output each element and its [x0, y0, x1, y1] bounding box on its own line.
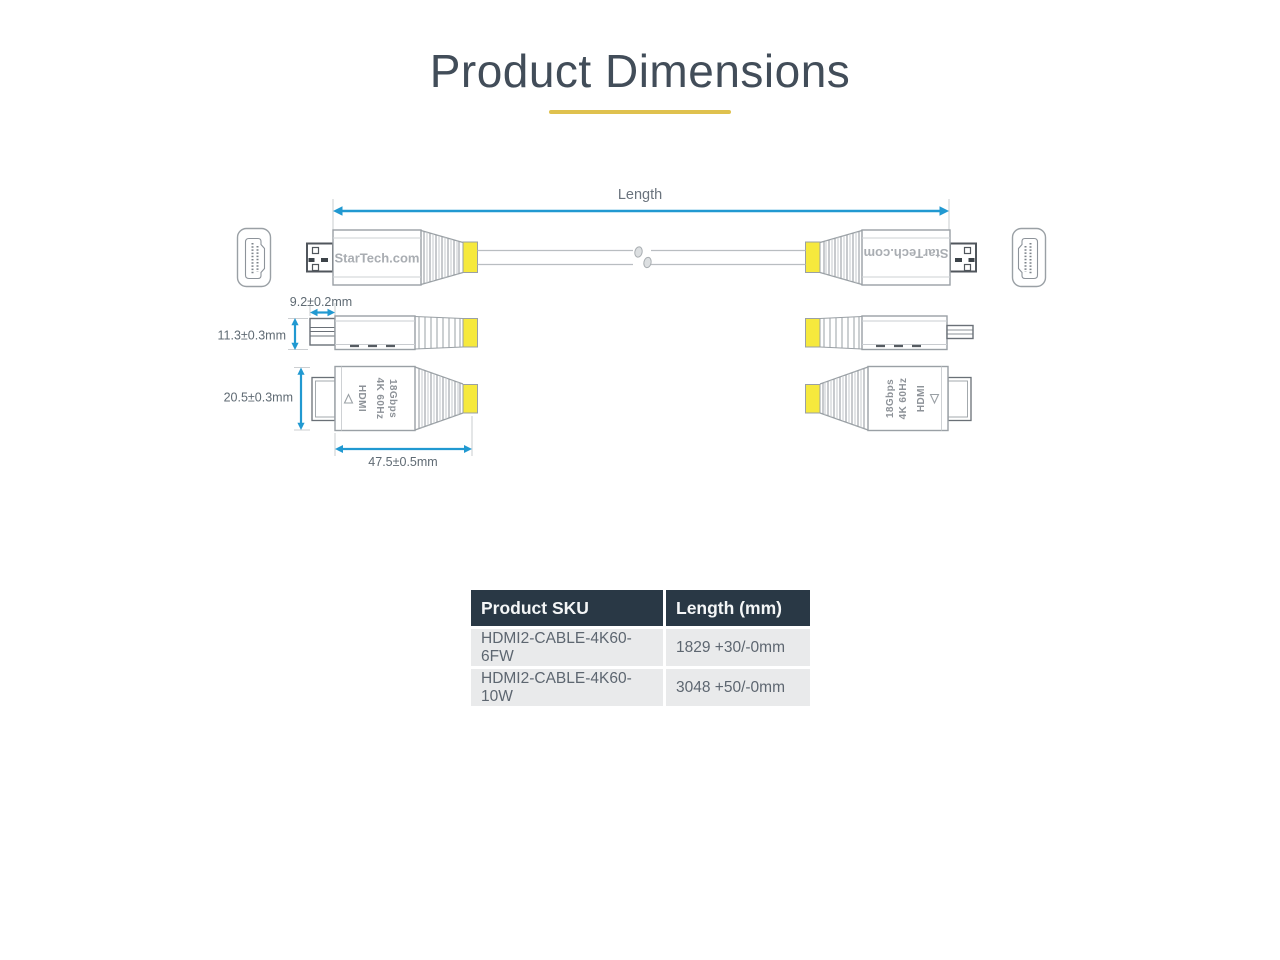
cell-length: 3048 +50/-0mm	[666, 669, 810, 706]
length-dimension: Length	[332, 187, 950, 231]
plug-side-view-right: 18Gbps 4K 60Hz HDMI	[804, 365, 972, 432]
header-product-sku: Product SKU	[471, 590, 663, 626]
bandwidth-mark-left: 18Gbps	[387, 379, 398, 418]
table-row: HDMI2-CABLE-4K60-6FW 1829 +30/-0mm	[471, 629, 810, 666]
resolution-mark-right: 4K 60Hz	[898, 378, 909, 420]
table-row: HDMI2-CABLE-4K60-10W 3048 +50/-0mm	[471, 669, 810, 706]
cell-sku: HDMI2-CABLE-4K60-10W	[471, 669, 663, 706]
table-header-row: Product SKU Length (mm)	[471, 590, 810, 626]
header-length: Length (mm)	[666, 590, 810, 626]
triangle-mark-left	[343, 393, 354, 404]
title-underline	[549, 110, 731, 114]
hdmi-logo-left: HDMI	[356, 385, 367, 412]
hdmi-port-front-right	[1011, 227, 1047, 288]
cell-sku: HDMI2-CABLE-4K60-6FW	[471, 629, 663, 666]
length-label: Length	[618, 187, 662, 203]
dim-tip-height: 11.3±0.3mm	[218, 329, 286, 343]
plug-top-view-right	[805, 315, 974, 351]
dim-connector-height: 20.5±0.3mm	[224, 391, 293, 405]
plug-side-view-left: 20.5±0.3mm HDMI 4K 60Hz 18Gbps 47.5±0.5m…	[224, 365, 479, 469]
dim-connector-length: 47.5±0.5mm	[368, 455, 437, 469]
cell-length: 1829 +30/-0mm	[666, 629, 810, 666]
brand-label-right: StarTech.com	[863, 246, 948, 261]
dimension-diagram: Length StarTech.com StarTech.com 9.2±0.2…	[218, 187, 1047, 469]
resolution-mark-left: 4K 60Hz	[374, 378, 385, 420]
cable-break	[634, 246, 652, 269]
cable	[477, 246, 806, 269]
hdmi-port-front-left	[236, 227, 272, 288]
dim-tip-length: 9.2±0.2mm	[290, 295, 352, 309]
page-title: Product Dimensions	[429, 45, 851, 97]
bandwidth-mark-right: 18Gbps	[885, 379, 896, 418]
sku-table: Product SKU Length (mm) HDMI2-CABLE-4K60…	[471, 590, 810, 709]
hdmi-logo-right: HDMI	[916, 385, 927, 412]
triangle-mark-right	[929, 393, 940, 405]
plug-top-view-left: 9.2±0.2mm 11.3±0.3mm	[218, 295, 478, 351]
brand-label-left: StarTech.com	[334, 251, 419, 266]
